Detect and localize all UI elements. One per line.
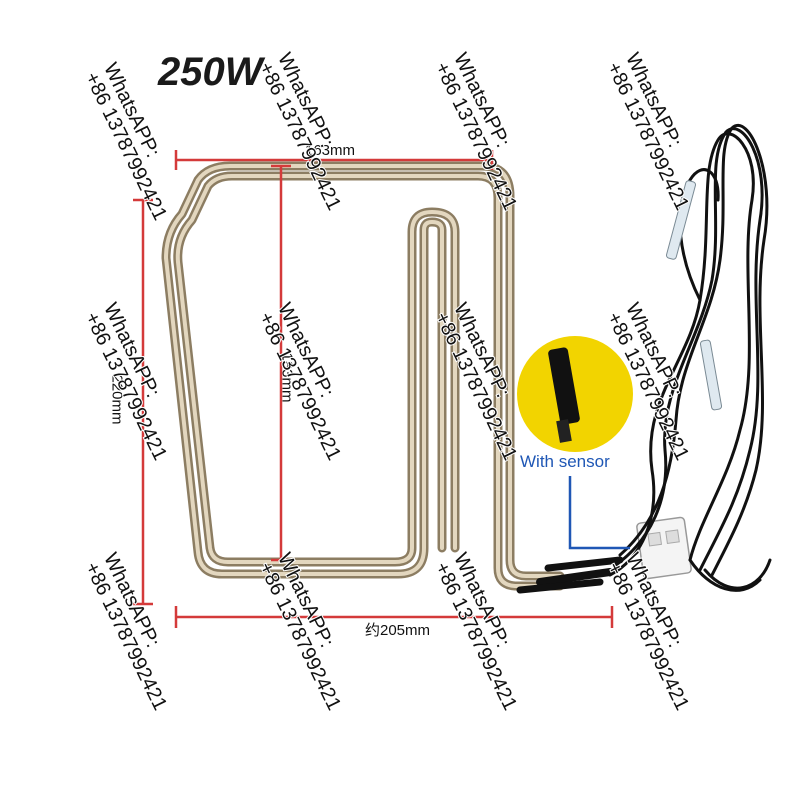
dimension-top-width: 163mm (305, 142, 356, 159)
heating-element (161, 161, 565, 591)
sensor-badge (517, 336, 633, 452)
cable-bundle (608, 124, 772, 592)
dimension-bottom-width: 约205mm (365, 622, 431, 639)
power-rating: 250W (158, 50, 263, 94)
sensor-callout-line (568, 476, 630, 550)
sensor-tube (665, 180, 723, 411)
connector-plug (636, 516, 692, 580)
lead-wires (516, 556, 624, 594)
dimension-lines (133, 150, 614, 628)
sensor-label: With sensor (520, 452, 610, 471)
